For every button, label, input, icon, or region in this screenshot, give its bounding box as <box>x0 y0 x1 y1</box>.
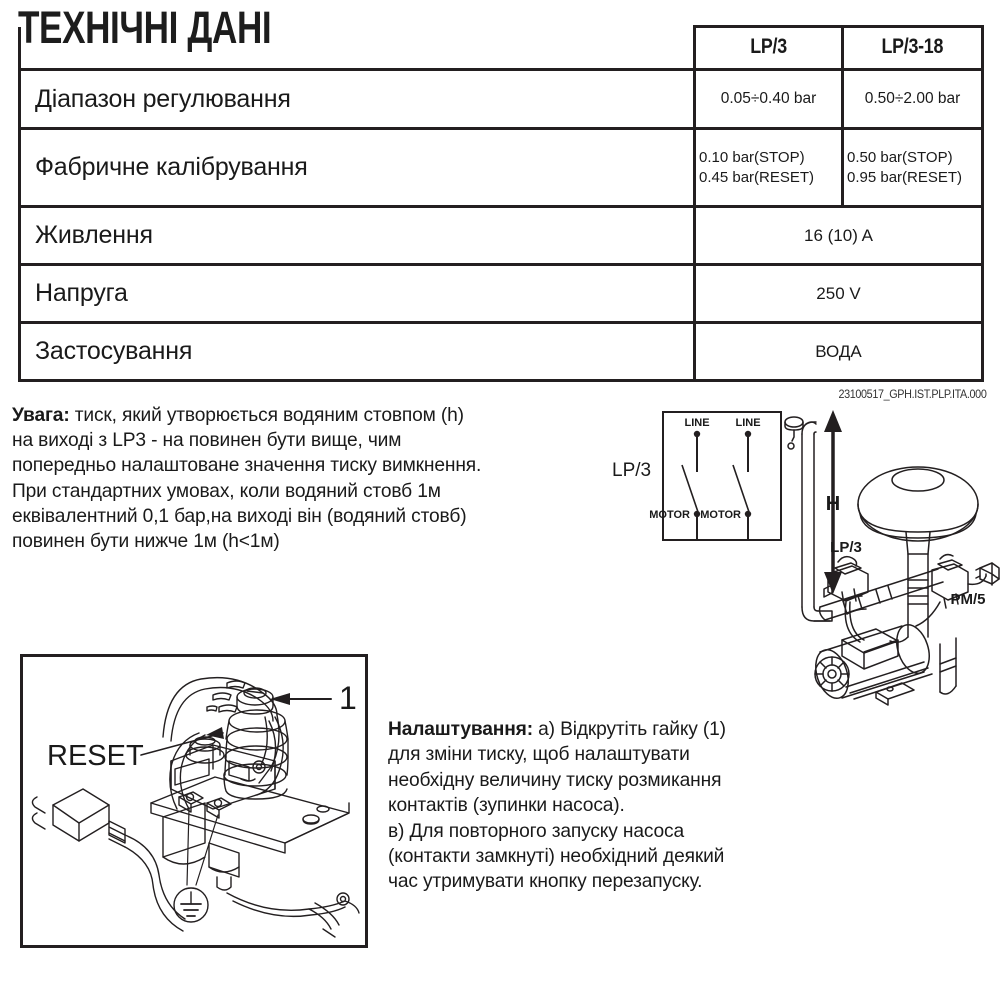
cell-factory-calibration-lp3-18: 0.50 bar(STOP) 0.95 bar(RESET) <box>841 127 984 208</box>
motor-cable <box>226 892 360 938</box>
header-blank-cell <box>20 27 695 70</box>
setup-line-3: необхідну величину тиску розмикання <box>388 769 722 791</box>
mains-cable-plug <box>31 788 186 932</box>
warning-note-heading: Увага: <box>12 405 70 426</box>
warning-note-line-1: тиск, який утворюється водяним стовпом (… <box>69 405 464 426</box>
motor-terminal-left-dot <box>693 510 701 518</box>
pressure-spring <box>223 709 289 800</box>
i-h: H <box>826 493 840 515</box>
row-label-power: Живлення <box>18 205 696 266</box>
internal-wires <box>169 716 284 810</box>
terminal-screws <box>178 791 232 819</box>
d-reset: RESET <box>47 740 144 772</box>
riser-pipe <box>784 416 833 622</box>
column-header-lp3-label: LP/3 <box>750 35 787 58</box>
setup-instructions-heading: Налаштування: <box>388 719 533 740</box>
wiring-diagram-device-label: LP/3 <box>612 460 652 481</box>
i-pm5: PM/5 <box>950 591 985 608</box>
lp3-pressure-switch <box>823 555 869 605</box>
earth-ground-icon <box>173 887 209 923</box>
mains-plug <box>975 562 1000 586</box>
table-row: Фабричне калібрування 0.10 bar(STOP) 0.4… <box>18 127 984 208</box>
cell-power-value: 16 (10) A <box>693 205 984 266</box>
motor-terminal-right-dot <box>744 510 752 518</box>
warning-note: Увага: тиск, який утворюється водяним ст… <box>12 403 612 554</box>
setup-instructions: Налаштування: а) Відкрутіть гайку (1) дл… <box>388 717 840 895</box>
pressure-tank <box>857 466 979 555</box>
column-header-lp3-18: LP/3-18 <box>841 25 984 71</box>
pump-motor <box>814 624 957 706</box>
device-detail-illustration: RESET 1 <box>20 654 368 948</box>
adjustment-nut <box>236 687 274 715</box>
row-label-adjustment-range: Діапазон регулювання <box>18 68 696 130</box>
setup-line-4: контактів (зупинки насоса). <box>388 795 625 817</box>
tank-downpipe <box>907 553 929 638</box>
cell-adjustment-range-lp3-18: 0.50÷2.00 bar <box>841 68 984 130</box>
cell-factory-calibration-lp3-stop: 0.10 bar(STOP) <box>699 148 805 166</box>
control-cabling <box>844 601 941 643</box>
installation-diagram-svg: H LP/3 PM/5 <box>784 410 1000 706</box>
installation-diagram: H LP/3 PM/5 <box>780 402 1000 714</box>
cell-factory-calibration-lp3-18-stop: 0.50 bar(STOP) <box>847 148 953 166</box>
w-line-r: LINE <box>735 417 760 429</box>
setup-line-7: час утримувати кнопку перезапуску. <box>388 871 703 893</box>
w-line-l: LINE <box>684 417 709 429</box>
base-plate <box>150 776 350 854</box>
table-row: Напруга 250 V <box>18 263 984 324</box>
spec-table-grid: LP/3 LP/3-18 Діапазон регулювання 0.05÷0… <box>18 25 984 382</box>
cell-adjustment-range-lp3: 0.05÷0.40 bar <box>693 68 844 130</box>
warning-note-line-6: повинен бути нижче 1м (h<1м) <box>12 531 280 553</box>
setup-line-1: а) Відкрутіть гайку (1) <box>532 719 726 740</box>
cell-factory-calibration-lp3: 0.10 bar(STOP) 0.45 bar(RESET) <box>693 127 844 208</box>
w-motor-r: MOTOR <box>700 509 741 521</box>
d-one: 1 <box>339 680 357 716</box>
device-detail-svg: RESET 1 <box>31 676 360 938</box>
i-lp3: LP/3 <box>830 539 862 556</box>
warning-note-line-2: на виході з LP3 - на повинен бути вище, … <box>12 430 402 452</box>
row-label-application: Застосування <box>18 321 696 382</box>
table-row: Живлення 16 (10) A <box>18 205 984 266</box>
warning-note-line-4: При стандартних умовах, коли водяний сто… <box>12 480 441 502</box>
cable-gland <box>162 802 240 891</box>
warning-note-line-5: еквівалентний 0,1 бар,на виході він (вод… <box>12 505 467 527</box>
setup-line-6: (контакти замкнуті) необхідний деякий <box>388 846 725 868</box>
cell-voltage-value: 250 V <box>693 263 984 324</box>
pm5-control-unit <box>931 553 987 609</box>
wiring-diagram: LP/3 LINE LINE MOTOR MOTOR <box>612 410 787 545</box>
row-label-factory-calibration: Фабричне калібрування <box>18 127 696 208</box>
wiring-diagram-svg: LINE LINE MOTOR MOTOR <box>649 411 782 541</box>
cell-factory-calibration-lp3-reset: 0.45 bar(RESET) <box>699 168 815 186</box>
warning-note-line-3: попередньо налаштоване значення тиску ви… <box>12 455 482 477</box>
cell-factory-calibration-lp3-18-reset: 0.95 bar(RESET) <box>847 168 963 186</box>
column-header-lp3-18-label: LP/3-18 <box>881 35 944 58</box>
row-label-voltage: Напруга <box>18 263 696 324</box>
table-row: Діапазон регулювання 0.05÷0.40 bar 0.50÷… <box>18 68 984 130</box>
setup-line-5: в) Для повторного запуску насоса <box>388 820 684 842</box>
document-reference-code: 23100517_GPH.IST.PLP.ITA.000 <box>837 387 986 401</box>
table-header-row: LP/3 LP/3-18 <box>20 25 984 71</box>
w-motor-l: MOTOR <box>649 509 690 521</box>
cell-application-value: ВОДА <box>693 321 984 382</box>
technical-data-table: LP/3 LP/3-18 Діапазон регулювання 0.05÷0… <box>18 25 984 382</box>
column-header-lp3: LP/3 <box>693 25 844 71</box>
table-row: Застосування ВОДА <box>18 321 984 382</box>
page-title: ТЕХНІЧНІ ДАНІ <box>18 2 272 53</box>
setup-line-2: для зміни тиску, щоб налаштувати <box>388 744 690 766</box>
